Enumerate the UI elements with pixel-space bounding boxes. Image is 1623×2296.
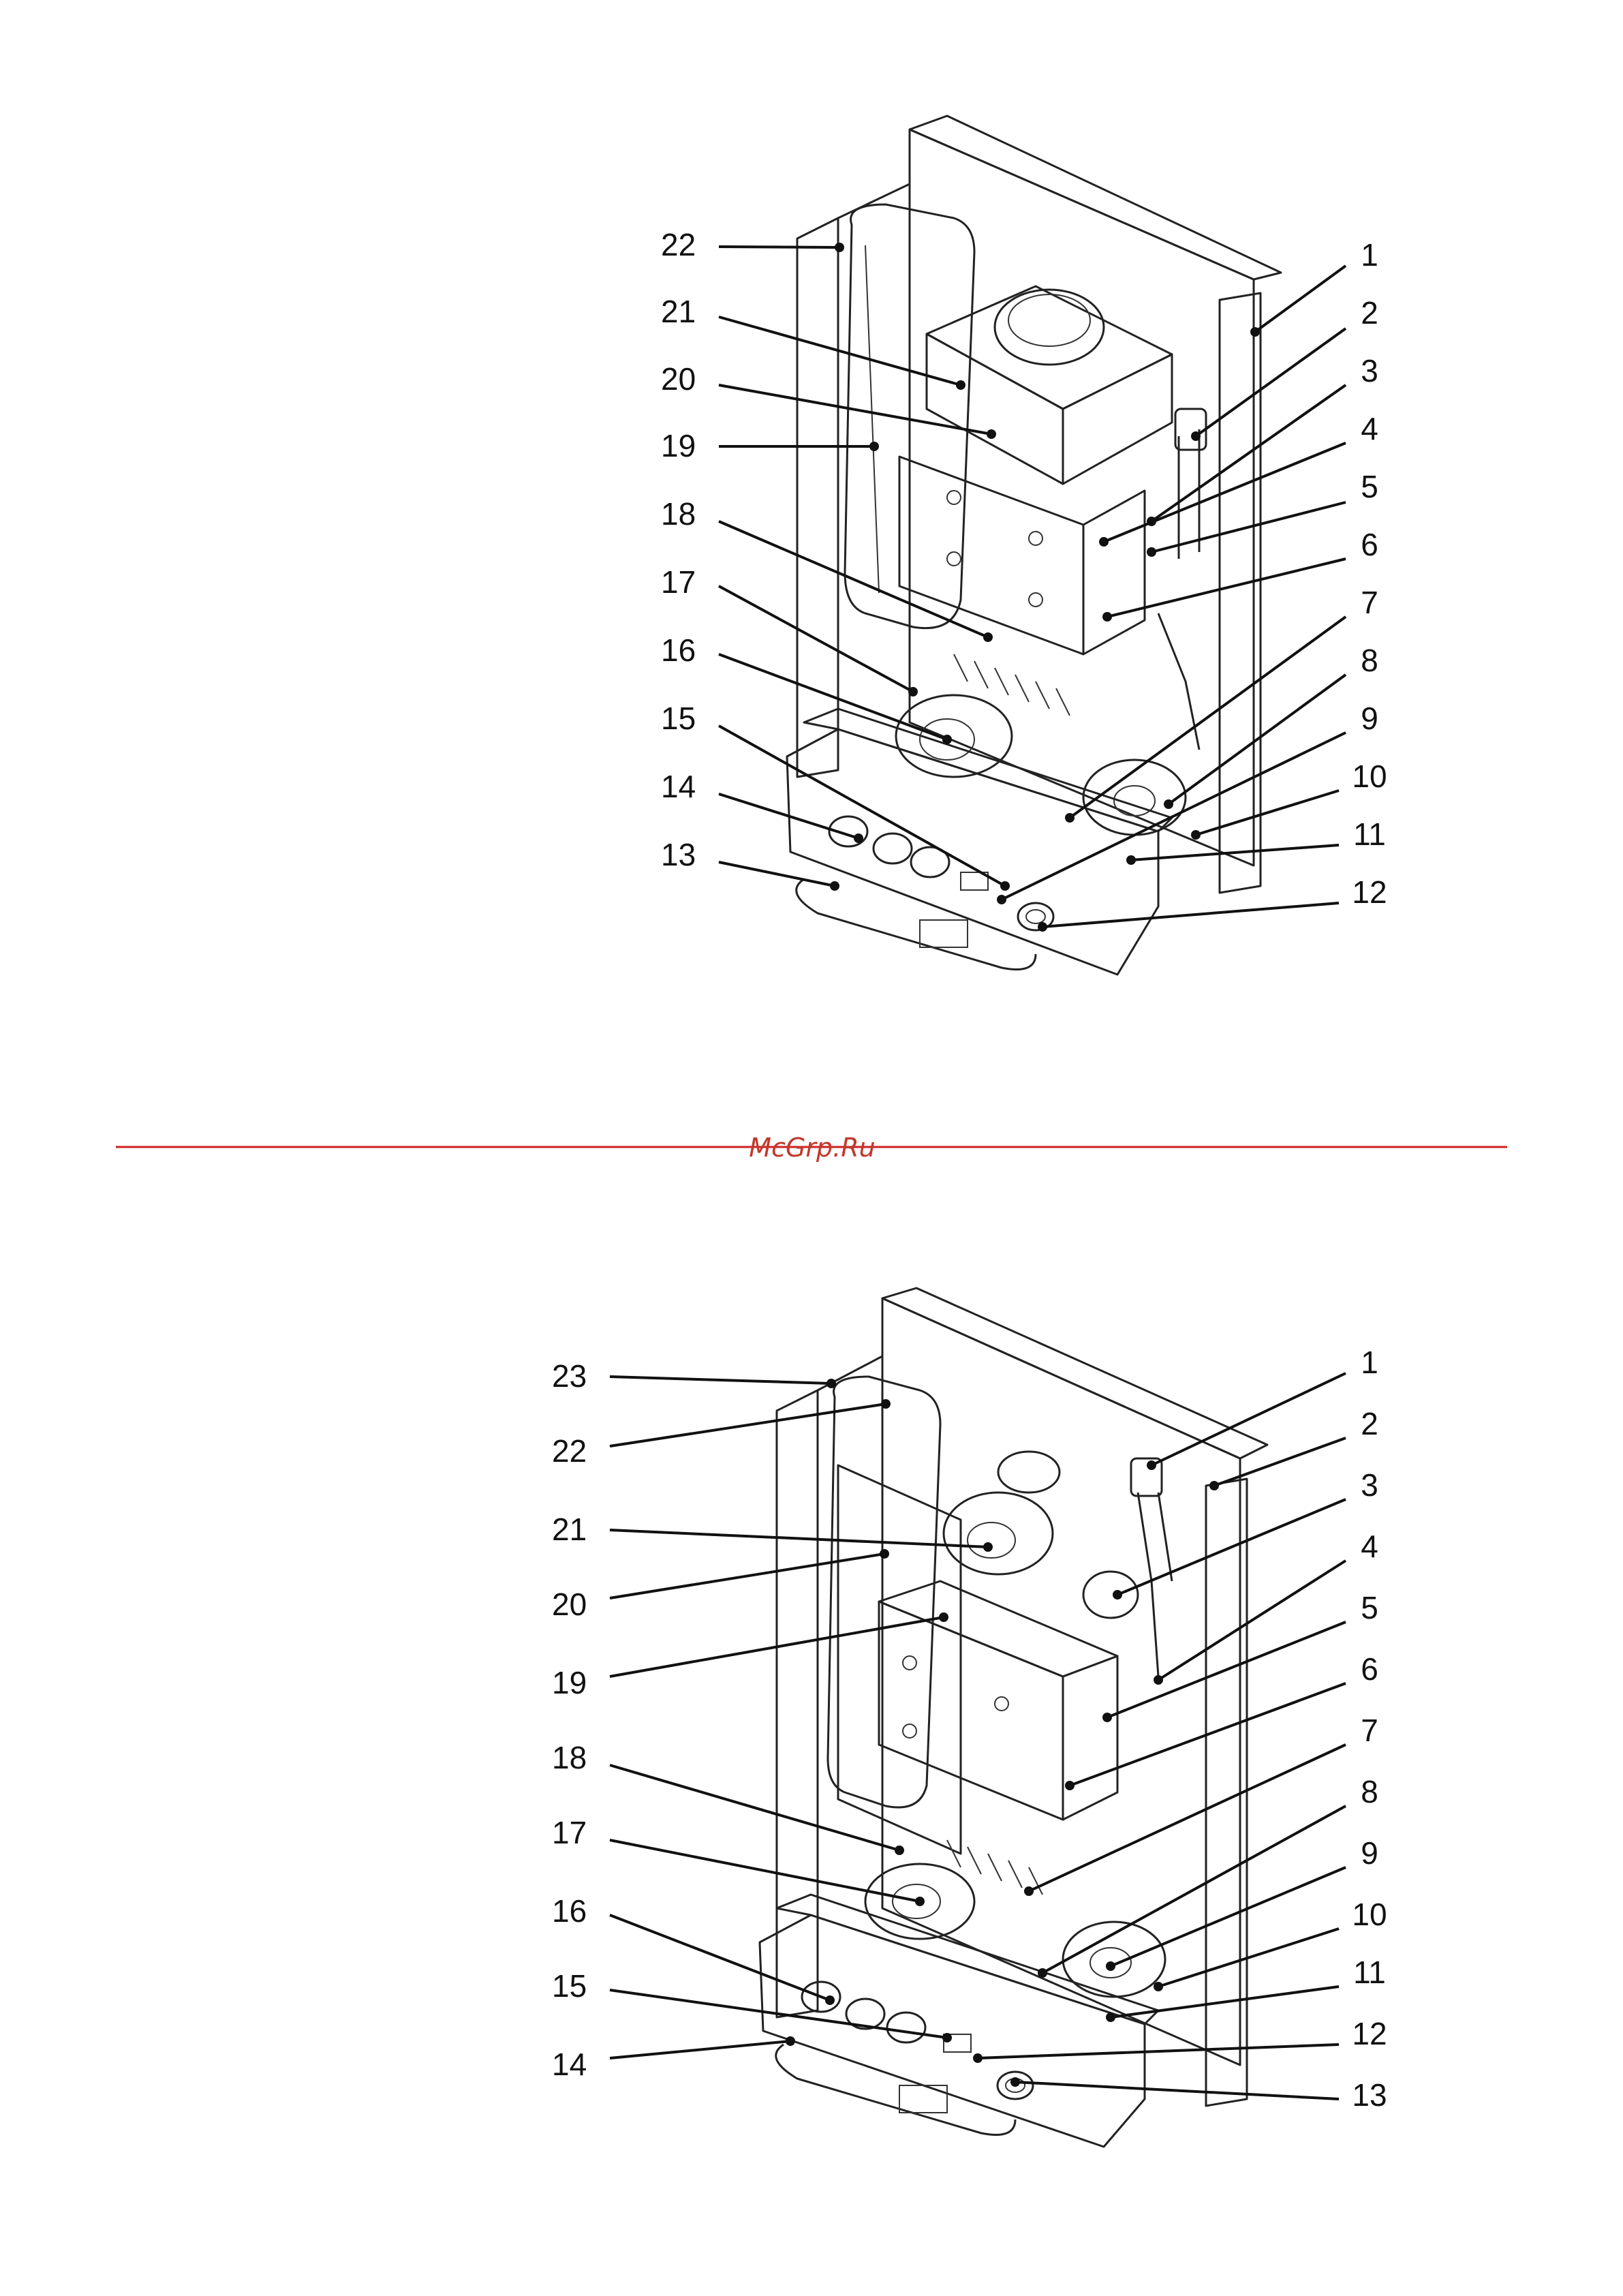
callout-bottom-13: 13 xyxy=(1352,2077,1387,2113)
callout-top-19: 19 xyxy=(661,428,696,463)
callout-top-5: 5 xyxy=(1361,469,1378,504)
callout-bottom-4: 4 xyxy=(1361,1529,1378,1564)
callout-top-20: 20 xyxy=(661,361,696,397)
callout-top-6: 6 xyxy=(1361,527,1378,562)
callout-top-17: 17 xyxy=(661,564,696,600)
callout-top-11: 11 xyxy=(1353,816,1386,852)
callout-bottom-16: 16 xyxy=(552,1893,587,1929)
callout-top-22: 22 xyxy=(661,227,696,262)
callout-bottom-23: 23 xyxy=(552,1358,587,1394)
callout-bottom-2: 2 xyxy=(1361,1406,1378,1441)
callouts-bottom-right: 1 2 3 4 5 6 7 8 9 10 11 12 13 xyxy=(973,1345,1387,2113)
callout-top-1: 1 xyxy=(1361,237,1378,273)
callout-bottom-21: 21 xyxy=(552,1512,587,1547)
boiler-drawing-top xyxy=(787,116,1281,975)
callouts-top-right: 1 2 3 4 5 6 7 8 9 10 11 12 xyxy=(997,237,1387,932)
callout-top-2: 2 xyxy=(1361,295,1378,331)
callout-bottom-9: 9 xyxy=(1361,1835,1378,1871)
callout-top-14: 14 xyxy=(661,769,696,804)
watermark: McGrp.Ru xyxy=(749,1133,875,1163)
callout-top-3: 3 xyxy=(1361,353,1378,388)
callout-bottom-12: 12 xyxy=(1352,2016,1387,2051)
callout-top-21: 21 xyxy=(661,294,696,329)
callout-bottom-22: 22 xyxy=(552,1433,587,1469)
callout-bottom-15: 15 xyxy=(552,1968,587,2004)
callout-bottom-14: 14 xyxy=(552,2047,587,2082)
callouts-top-left: 22 21 20 19 18 17 16 15 14 13 xyxy=(661,227,1010,891)
callout-top-12: 12 xyxy=(1352,874,1387,910)
callout-top-15: 15 xyxy=(661,701,696,736)
boiler-drawing-bottom xyxy=(760,1288,1267,2147)
callout-bottom-19: 19 xyxy=(552,1665,587,1700)
callout-top-13: 13 xyxy=(661,837,696,872)
callout-top-7: 7 xyxy=(1361,585,1378,620)
callout-bottom-3: 3 xyxy=(1361,1467,1378,1503)
callout-bottom-20: 20 xyxy=(552,1587,587,1622)
callout-top-9: 9 xyxy=(1361,701,1378,736)
callout-top-18: 18 xyxy=(661,496,696,532)
callout-bottom-1: 1 xyxy=(1361,1345,1378,1380)
callout-top-4: 4 xyxy=(1361,411,1378,446)
callout-top-10: 10 xyxy=(1352,759,1387,794)
callout-bottom-7: 7 xyxy=(1361,1713,1378,1748)
callout-bottom-8: 8 xyxy=(1361,1774,1378,1809)
callout-top-16: 16 xyxy=(661,632,696,668)
callout-top-8: 8 xyxy=(1361,643,1378,678)
callout-bottom-11: 11 xyxy=(1353,1955,1386,1990)
callout-bottom-6: 6 xyxy=(1361,1651,1378,1687)
callout-bottom-17: 17 xyxy=(552,1815,587,1850)
callout-bottom-10: 10 xyxy=(1352,1897,1387,1932)
callouts-bottom-left: 23 22 21 20 19 18 17 16 15 14 xyxy=(552,1358,993,2082)
callout-bottom-18: 18 xyxy=(552,1740,587,1775)
callout-bottom-5: 5 xyxy=(1361,1590,1378,1625)
